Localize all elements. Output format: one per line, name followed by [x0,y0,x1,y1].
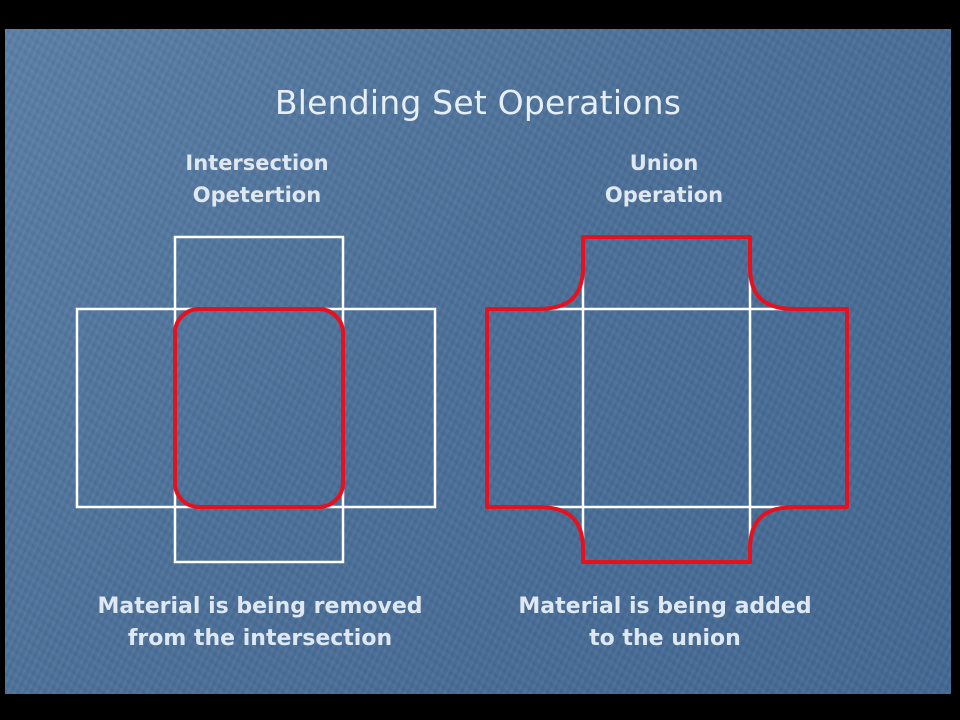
intersection-caption: Material is being removed from the inter… [75,591,445,655]
intersection-horizontal-rect [75,307,437,509]
slide: Blending Set Operations Intersection Ope… [5,29,951,694]
union-diagram [485,235,849,564]
union-label: Union Operation [564,147,764,211]
union-caption-line2: to the union [589,626,741,651]
slide-title: Blending Set Operations [274,83,682,122]
intersection-caption-line1: Material is being removed [97,594,423,619]
intersection-label: Intersection Opetertion [157,147,357,211]
union-label-line2: Operation [604,183,724,207]
intersection-diagram [75,235,437,564]
union-caption: Material is being added to the union [485,591,845,655]
intersection-label-line2: Opetertion [192,183,322,207]
union-blend-outline [485,235,849,564]
intersection-label-line1: Intersection [185,151,329,175]
set-operations-diagram [75,235,849,564]
intersection-blend-outline [173,307,345,509]
intersection-vertical-rect [173,235,345,564]
intersection-caption-line2: from the intersection [127,626,393,651]
union-caption-line1: Material is being added [518,594,812,619]
union-label-line1: Union [629,151,699,175]
union-horizontal-rect [485,307,849,509]
union-vertical-rect [581,235,752,564]
